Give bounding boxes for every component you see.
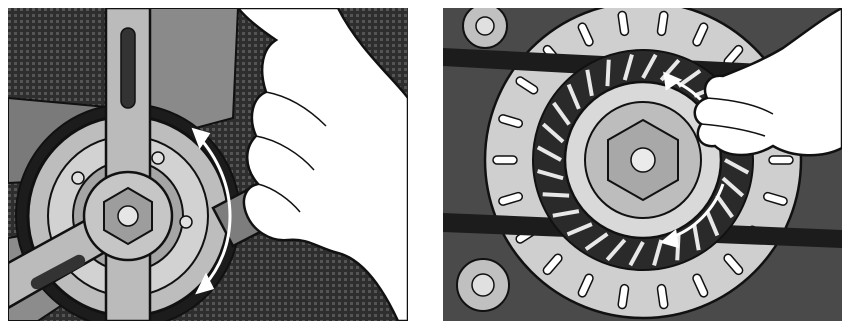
fan-fin (543, 194, 569, 195)
hub-bolt (180, 216, 192, 228)
illustration-panel-left (8, 8, 408, 321)
center-bolt (118, 206, 138, 226)
hub-bolt (152, 152, 164, 164)
spanner-slot (121, 28, 135, 108)
pulley-bolt (631, 148, 655, 172)
alternator-pulley-illustration (443, 8, 842, 321)
illustration-panel-right (443, 8, 842, 321)
fan-pulley-illustration (8, 8, 408, 321)
mount-bolt-center (476, 17, 494, 35)
hub-bolt (72, 172, 84, 184)
mount-bolt-center (472, 274, 494, 296)
vent-slot (769, 156, 793, 164)
vent-slot (493, 156, 517, 164)
fan-fin (607, 60, 608, 86)
